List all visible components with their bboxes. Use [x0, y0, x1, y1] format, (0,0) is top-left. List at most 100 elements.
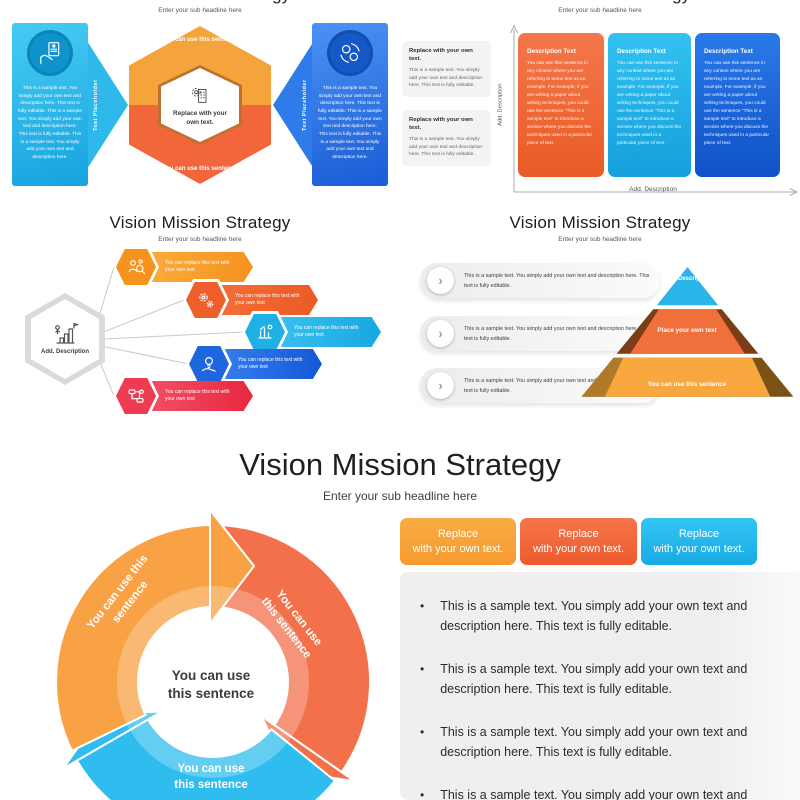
- list-item: • This is a sample text. You simply add …: [420, 785, 790, 800]
- slide-thumbnail-hexagon[interactable]: Vision Mission Strategy Enter your sub h…: [0, 0, 400, 205]
- slide-title: Vision Mission Strategy: [0, 0, 400, 5]
- panel-body-text: This is a sample text. You simply add yo…: [18, 86, 82, 161]
- slide-title: Vision Mission Strategy: [239, 447, 561, 482]
- chip-line1: Replace: [437, 527, 479, 540]
- note-heading: Replace with your own text.: [409, 48, 473, 62]
- banner-text: You can replace this text with your own …: [165, 388, 230, 403]
- hub-hexagon: Add. Description: [31, 299, 99, 379]
- banner-text: You can replace this text with your own …: [238, 356, 303, 371]
- chevron-right-icon: ›: [427, 372, 454, 399]
- hexagon-top-label: You can use this sentence: [162, 37, 238, 43]
- bullet-list-panel: • This is a sample text. You simply add …: [400, 572, 800, 800]
- growth-goal-icon: [55, 322, 80, 344]
- pyramid-middle-label: Place your own text: [657, 327, 717, 334]
- cycle-diagram: [55, 507, 372, 800]
- hand-document-icon: [27, 30, 73, 76]
- text-placeholder-arrow-left: Text Placeholder: [88, 42, 128, 168]
- bullet-text: This is a sample text. You simply add yo…: [440, 788, 748, 800]
- column-body: You can use this sentence in any context…: [527, 61, 593, 147]
- bullet-text: This is a sample text. You simply add yo…: [440, 599, 748, 633]
- slide-title: Vision Mission Strategy: [400, 0, 800, 5]
- list-item-text: This is a sample text. You simply add yo…: [464, 325, 650, 342]
- banner-text: You can replace this text with your own …: [294, 324, 359, 339]
- slide-preview-cycle[interactable]: Vision Mission Strategy Enter your sub h…: [0, 430, 800, 800]
- gears-icon: [186, 282, 226, 318]
- arrow-label: Text Placeholder: [93, 79, 99, 131]
- bullet-dot: •: [420, 725, 425, 739]
- arrow-label: Text Placeholder: [302, 79, 308, 131]
- column-heading: Description Text: [617, 48, 666, 55]
- slide-subtitle: Enter your sub headline here: [558, 7, 642, 14]
- list-item: • This is a sample text. You simply add …: [420, 659, 790, 699]
- text-placeholder-arrow-right: Text Placeholder: [273, 42, 313, 168]
- hexagon-bottom-label: You can use this sentence: [162, 166, 238, 173]
- chip-line2: with your own text.: [412, 542, 504, 555]
- chip-line2: with your own text.: [653, 542, 745, 555]
- hub-label: Add. Description: [40, 349, 89, 356]
- gear-building-icon: [191, 87, 207, 103]
- x-axis-label: Add. Description: [629, 186, 677, 193]
- person-search-icon: [116, 249, 156, 285]
- list-item: • This is a sample text. You simply add …: [420, 596, 790, 636]
- text-panel-right: This is a sample text. You simply add yo…: [312, 23, 388, 186]
- slide-subtitle: Enter your sub headline here: [558, 236, 642, 243]
- note-card: Replace with your own text. This is a sa…: [402, 110, 491, 166]
- column-heading: Description Text: [704, 48, 753, 55]
- pyramid-diagram: [581, 267, 794, 397]
- note-card: Replace with your own text. This is a sa…: [402, 41, 491, 97]
- banner-hexagon: [113, 246, 159, 288]
- column-body: You can use this sentence in any context…: [704, 61, 770, 147]
- banner-text: You can replace this text with your own …: [235, 292, 300, 307]
- description-column: Description Text You can use this senten…: [518, 33, 604, 177]
- list-item-text: This is a sample text. You simply add yo…: [464, 272, 650, 289]
- y-axis-label: Add. Description: [497, 83, 504, 127]
- hexagon-center-text: Replace with your own text.: [173, 110, 227, 126]
- axes-lines: [510, 24, 799, 196]
- slide-thumbnail-matrix[interactable]: Vision Mission Strategy Enter your sub h…: [400, 0, 800, 205]
- cycle-center-label: You can use this sentence: [167, 668, 255, 701]
- bullet-dot: •: [420, 599, 425, 613]
- banner-hexagon: [242, 311, 288, 353]
- description-column: Description Text You can use this senten…: [695, 33, 780, 177]
- cycle-segment-label-cyan: You can use this sentence: [174, 763, 248, 791]
- list-item: › This is a sample text. You simply add …: [420, 316, 660, 351]
- slide-subtitle: Enter your sub headline here: [158, 236, 242, 243]
- chip-line1: Replace: [678, 527, 720, 540]
- process-flow-icon: [116, 378, 156, 414]
- panel-body-text: This is a sample text. You simply add yo…: [318, 86, 382, 161]
- description-column: Description Text You can use this senten…: [608, 33, 691, 177]
- column-heading: Description Text: [527, 48, 576, 55]
- pyramid-top-label: Add. Description: [662, 276, 711, 282]
- bullet-text: This is a sample text. You simply add yo…: [440, 725, 748, 759]
- idea-hand-icon: [189, 346, 229, 382]
- banner-hexagon: [113, 375, 159, 417]
- hexagon-diagram: You can use this sentence You can use th…: [129, 26, 271, 184]
- note-heading: Replace with your own text.: [409, 117, 473, 131]
- bullet-dot: •: [420, 788, 425, 800]
- slide-subtitle: Enter your sub headline here: [322, 489, 478, 503]
- list-item-text: This is a sample text. You simply add yo…: [464, 377, 650, 394]
- slide-thumbnail-hexlist[interactable]: Vision Mission Strategy Enter your sub h…: [0, 205, 400, 430]
- slide-title: Vision Mission Strategy: [109, 213, 291, 232]
- text-panel-left: This is a sample text. You simply add yo…: [12, 23, 88, 186]
- replace-chip-orange: Replace with your own text.: [400, 518, 516, 565]
- note-body: This is a sample text. You simply add yo…: [409, 67, 483, 89]
- slide-thumbnail-pyramid[interactable]: Vision Mission Strategy Enter your sub h…: [400, 205, 800, 430]
- replace-chip-cyan: Replace with your own text.: [641, 518, 757, 565]
- banner-hexagon: [186, 343, 232, 385]
- strategy-chart-icon: [245, 314, 285, 350]
- user-sync-icon: [327, 30, 373, 76]
- chip-line2: with your own text.: [532, 542, 625, 555]
- slide-title: Vision Mission Strategy: [509, 213, 691, 232]
- list-item: • This is a sample text. You simply add …: [420, 722, 790, 762]
- column-body: You can use this sentence in any context…: [617, 61, 681, 147]
- chevron-right-icon: ›: [427, 320, 454, 347]
- slide-subtitle: Enter your sub headline here: [158, 7, 242, 14]
- banner-hexagon: [183, 279, 229, 321]
- banner-text: You can replace this text with your own …: [165, 259, 230, 274]
- bullet-text: This is a sample text. You simply add yo…: [440, 662, 748, 696]
- list-item: › This is a sample text. You simply add …: [420, 263, 660, 298]
- chevron-right-icon: ›: [427, 267, 454, 294]
- chip-line1: Replace: [558, 527, 599, 540]
